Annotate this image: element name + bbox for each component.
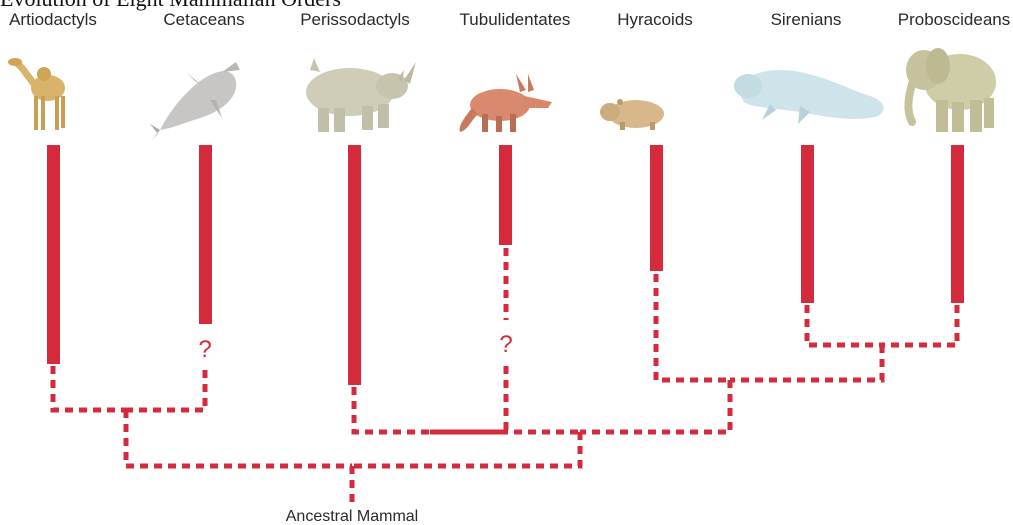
lineage-bar-cetaceans [199,145,212,324]
branch-artiodactyl-cetacean-clade [126,410,352,466]
lineage-bar-perissodactyls [348,145,361,385]
rhinoceros-icon [306,58,416,132]
branch-cetaceans [126,370,205,410]
taxon-label-artiodactyls: Artiodactyls [9,10,97,29]
taxon-label-cetaceans: Cetaceans [163,10,244,29]
taxon-label-perissodactyls: Perissodactyls [300,10,410,29]
taxon-label-sirenians: Sirenians [771,10,842,29]
lineage-bar-hyracoids [650,145,663,271]
lineage-bar-artiodactyls [47,145,60,364]
branch-ungulate-clade [352,432,580,466]
branch-proboscideans [882,305,957,345]
taxon-label-tubulidentates: Tubulidentates [460,10,571,29]
elephant-icon [906,48,996,132]
dolphin-icon [150,62,240,140]
branch-sirenians [807,305,882,345]
taxon-label-hyracoids: Hyracoids [617,10,693,29]
branch-artiodactyls [53,366,126,410]
root-label: Ancestral Mammal [286,508,418,525]
manatee-icon [734,70,884,124]
branch-paenungulate-clade [580,380,730,432]
branch-tubulidentates-lower [430,366,506,432]
lineage-bar-tubulidentates [499,145,512,245]
lineage-bar-sirenians [801,145,814,303]
uncertainty-mark-tubulidentates: ? [499,331,512,358]
branch-hyracoids [656,274,730,380]
aardvark-icon [460,74,552,132]
lineage-bar-proboscideans [951,145,964,303]
hyrax-icon [600,99,664,130]
uncertainty-mark-cetaceans: ? [198,336,211,363]
branch-sirenian-proboscidean-clade [730,345,882,380]
taxon-label-proboscideans: Proboscideans [898,10,1010,29]
branch-perissodactyls [354,387,430,432]
camel-icon [8,58,65,130]
